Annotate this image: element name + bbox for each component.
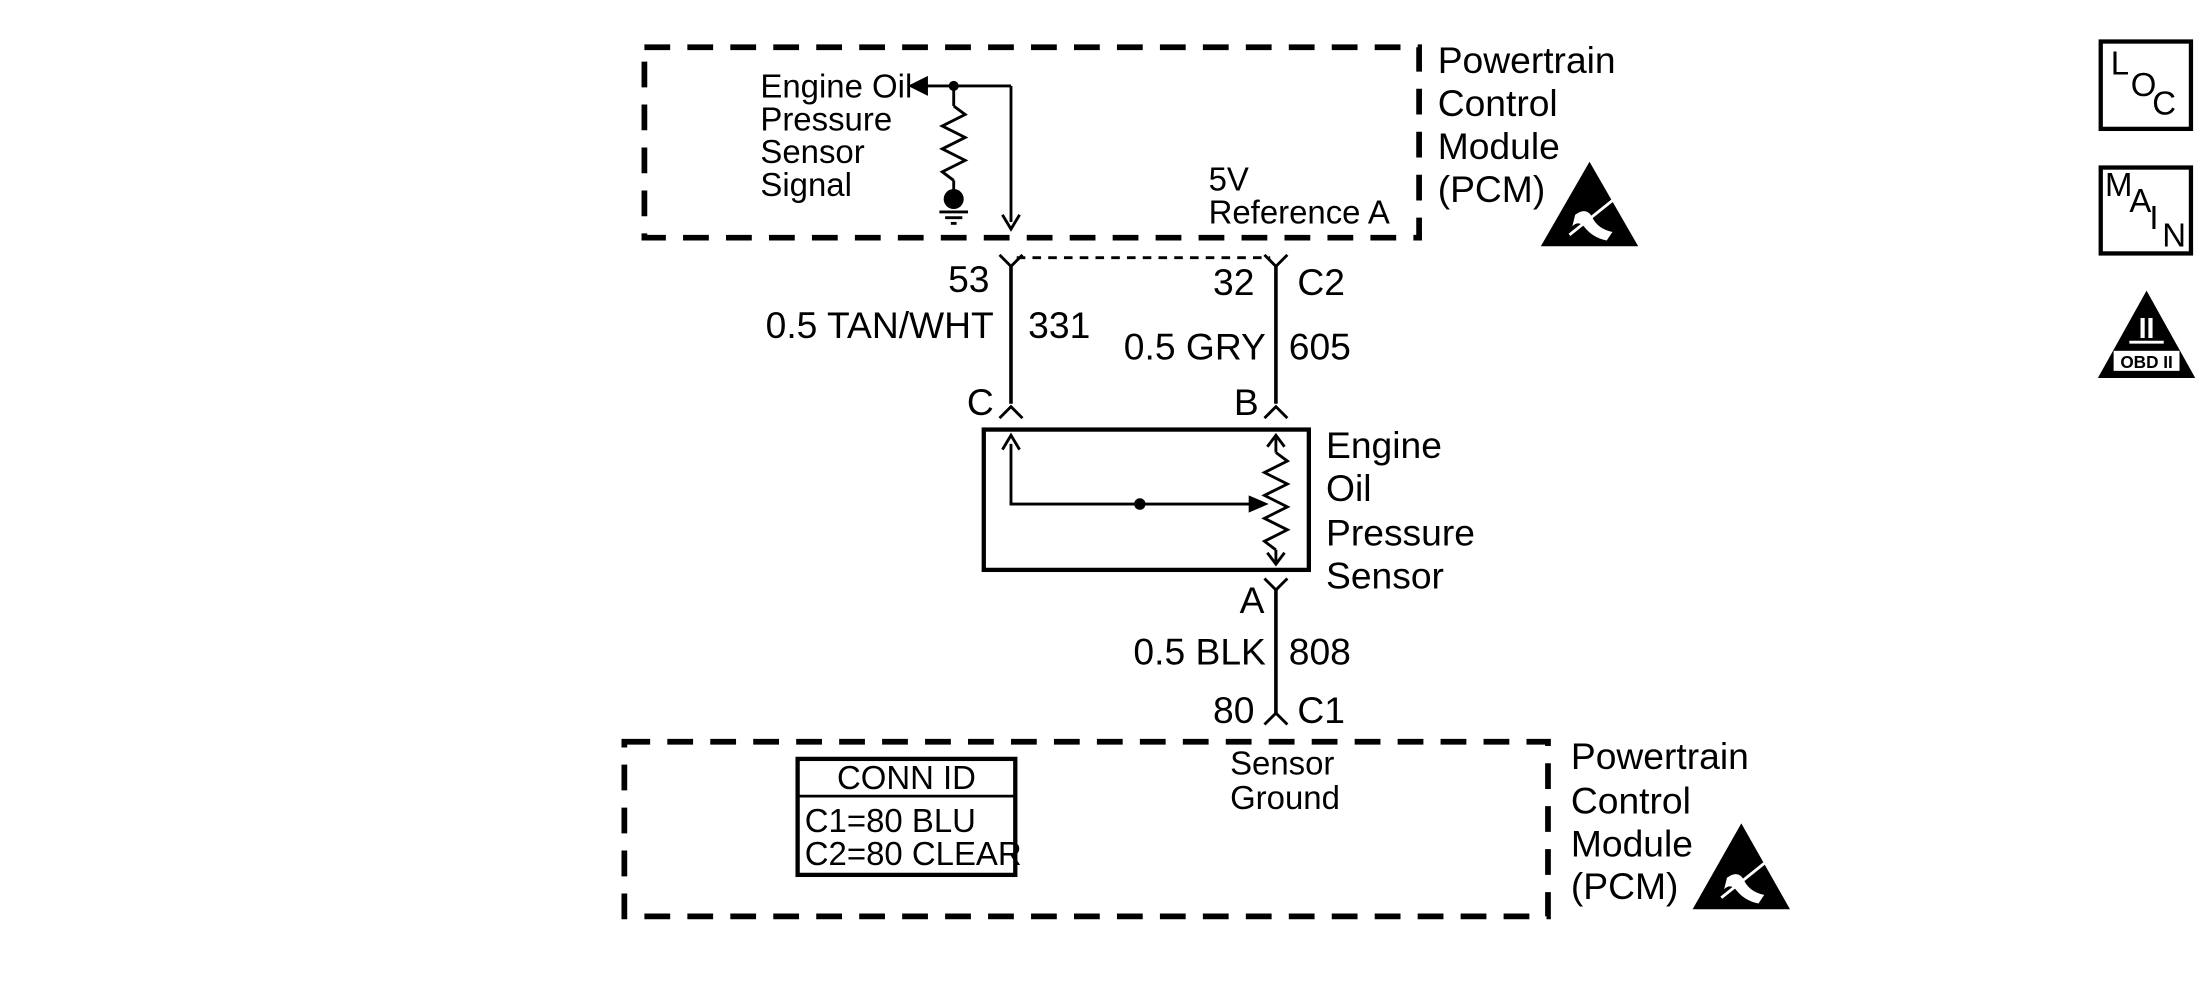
conn-id-row-1: C1=80 BLU [805,802,976,839]
wire-reference-circuit: 605 [1289,325,1351,367]
esd-warning-icon [1692,823,1790,910]
pcm-top-signal-label-2: Pressure [760,100,892,137]
obd-icon-numeral: II [2139,313,2155,345]
pcm-top-boundary [641,44,1422,241]
pcm-bottom-title-2: Control [1571,779,1691,821]
pcm-bottom: Sensor Ground CONN ID C1=80 BLU C2=80 CL… [621,735,1790,920]
pcm-bottom-title-4: (PCM) [1571,865,1679,907]
pcm-top-reference-label-2: Reference A [1209,193,1390,230]
signal-junction-dot [948,80,959,91]
wiper-up-arrow [1001,432,1021,451]
main-icon-letter-n: N [2162,216,2186,253]
loc-icon-letter-o: O [2131,66,2157,103]
wire-signal: 53 0.5 TAN/WHT 331 C [766,253,1090,423]
main-icon[interactable]: M A I N [2098,165,2194,256]
ground-icon [939,210,969,225]
pin-53-contact [998,253,1024,269]
terminal-b-contact [1263,404,1289,420]
wire-ground-circuit: 808 [1289,630,1351,672]
sensor-label-1: Engine [1326,424,1442,466]
loc-icon-letter-l: L [2111,44,2129,81]
main-icon-letter-i: I [2149,199,2158,236]
pcm-top-signal-label-1: Engine Oil [760,67,912,104]
ground-node-dot [943,189,964,210]
pcm-top-signal-label-4: Signal [760,166,852,203]
terminal-b-label: B [1234,381,1259,423]
connector-c2-label: C2 [1297,261,1345,303]
conn-id-header: CONN ID [837,759,976,796]
pcm-bottom-ground-label-2: Ground [1230,779,1340,816]
pin-32-label: 32 [1213,261,1254,303]
pin-80-label: 80 [1213,689,1254,731]
pcm-top-title-1: Powertrain [1438,39,1616,81]
pin-32-contact [1263,253,1289,269]
loc-icon-letter-c: C [2152,85,2176,122]
conn-id-table: CONN ID C1=80 BLU C2=80 CLEAR [795,756,1022,878]
terminal-a-contact [1263,577,1289,592]
wire-ground-spec: 0.5 BLK [1133,630,1266,672]
obd-icon-caption: OBD II [2120,352,2172,372]
pullup-resistor [939,104,969,182]
esd-warning-icon [1540,161,1639,247]
pcm-top-reference-label-1: 5V [1209,160,1249,197]
wire-signal-circuit: 331 [1028,304,1090,346]
pcm-top-signal-label-3: Sensor [760,133,864,170]
pin-80-contact [1263,711,1289,726]
main-icon-letter-a: A [2129,182,2151,219]
sensor-label-4: Sensor [1326,555,1444,597]
main-icon-letter-m: M [2105,166,2132,203]
oil-pressure-sensor: Engine Oil Pressure Sensor [981,424,1475,597]
connector-c1-label: C1 [1297,689,1345,731]
sensor-label-3: Pressure [1326,512,1475,554]
pcm-bottom-boundary [621,738,1551,920]
sensor-junction-dot [1134,498,1146,510]
pin-53-label: 53 [948,258,989,300]
pcm-top-title-3: Module [1438,125,1560,167]
wire-reference: 32 C2 0.5 GRY 605 B [1124,253,1351,423]
signal-down-arrow [1001,214,1021,232]
wire-signal-spec: 0.5 TAN/WHT [766,304,994,346]
pcm-top: Engine Oil Pressure Sensor Signal 5V Ref… [641,39,1639,247]
wiper-arrow-head [1248,495,1269,513]
pcm-bottom-title-3: Module [1571,822,1693,864]
wire-reference-spec: 0.5 GRY [1124,325,1266,367]
loc-icon[interactable]: L O C [2098,39,2194,132]
wire-ground: A 0.5 BLK 808 80 C1 [1133,577,1351,731]
pcm-bottom-title-1: Powertrain [1571,735,1749,777]
signal-arrow-head [907,75,928,96]
terminal-c-contact [998,404,1024,420]
sensor-potentiometer [1261,451,1291,551]
pcm-signal-circuit [925,84,1013,222]
pcm-bottom-ground-label-1: Sensor [1230,745,1334,782]
pcm-top-title-4: (PCM) [1438,168,1546,210]
terminal-c-label: C [967,381,994,423]
sensor-body [981,427,1311,573]
obd-ii-icon[interactable]: II OBD II [2097,290,2196,379]
sensor-label-2: Oil [1326,467,1372,509]
conn-id-row-2: C2=80 CLEAR [805,835,1022,872]
sensor-wiper-line [1009,443,1258,506]
terminal-a-label: A [1240,579,1265,621]
pcm-top-title-2: Control [1438,82,1558,124]
